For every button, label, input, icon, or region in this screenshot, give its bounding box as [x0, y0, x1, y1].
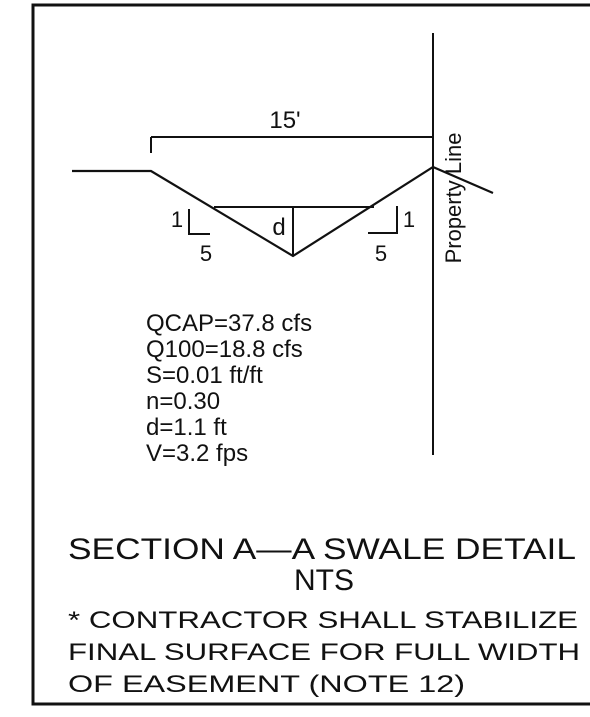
- scale-note: NTS: [294, 564, 354, 597]
- parameter-depth: d=1.1 ft: [146, 414, 227, 441]
- construction-notes: * CONTRACTOR SHALL STABILIZE FINAL SURFA…: [68, 607, 580, 698]
- property-line: Property Line: [432, 33, 466, 455]
- note-line-1: * CONTRACTOR SHALL STABILIZE: [68, 607, 578, 634]
- parameter-slope: S=0.01 ft/ft: [146, 362, 263, 389]
- sheet-border: [31, 3, 590, 706]
- detail-title-block: SECTION A—A SWALE DETAIL NTS: [68, 533, 576, 597]
- left-slope-rise: 1: [171, 207, 183, 232]
- property-line-label: Property Line: [441, 133, 466, 264]
- left-slope-run: 5: [200, 241, 212, 266]
- swale-profile: d: [72, 165, 494, 258]
- parameter-roughness: n=0.30: [146, 388, 220, 415]
- right-slope-indicator: 1 5: [368, 206, 415, 266]
- parameter-qcap: QCAP=37.8 cfs: [146, 310, 312, 337]
- left-slope-bracket: [188, 209, 210, 235]
- left-slope-indicator: 1 5: [171, 207, 212, 266]
- design-parameters: QCAP=37.8 cfs Q100=18.8 cfs S=0.01 ft/ft…: [146, 310, 312, 467]
- right-slope-run: 5: [375, 241, 387, 266]
- detail-title: SECTION A—A SWALE DETAIL: [68, 533, 576, 566]
- right-slope-rise: 1: [403, 207, 415, 232]
- width-dimension-label: 15': [269, 107, 300, 134]
- depth-label: d: [272, 214, 285, 241]
- parameter-q100: Q100=18.8 cfs: [146, 336, 303, 363]
- note-line-2: FINAL SURFACE FOR FULL WIDTH: [68, 639, 580, 666]
- ground-profile-line: [72, 165, 494, 258]
- parameter-velocity: V=3.2 fps: [146, 440, 248, 467]
- note-line-3: OF EASEMENT (NOTE 12): [68, 671, 465, 698]
- width-dimension: 15': [150, 107, 433, 153]
- right-slope-bracket: [368, 206, 398, 234]
